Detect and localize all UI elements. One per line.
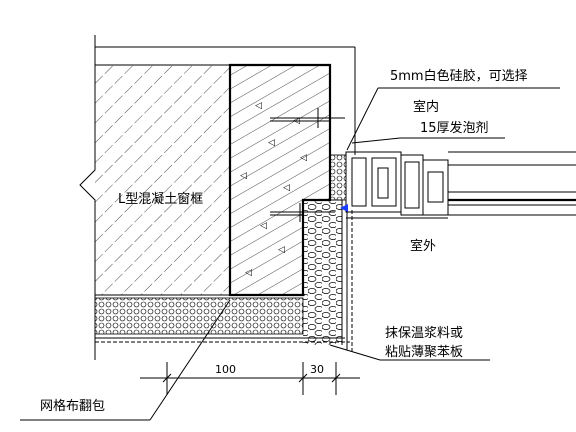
dimension-100: 100: [215, 363, 236, 376]
wall-block: [79, 35, 356, 360]
svg-text:◁: ◁: [278, 245, 285, 255]
svg-text:◁: ◁: [255, 101, 262, 111]
svg-text:◁: ◁: [283, 183, 290, 193]
insulation-label-1: 抹保温浆料或: [385, 326, 463, 341]
dimension-line: [140, 362, 360, 395]
mesh-label: 网格布翻包: [40, 398, 105, 414]
leader-lines: [20, 87, 560, 421]
anchor-bolts: [270, 108, 345, 222]
insulation-vertical: [303, 199, 353, 352]
indoor-label: 室内: [413, 99, 439, 115]
frame-label: L型混凝土窗框: [118, 191, 203, 207]
svg-text:◁: ◁: [245, 268, 252, 278]
svg-text:◁: ◁: [260, 221, 267, 231]
dimension-30: 30: [310, 363, 324, 376]
sealant-label: 5mm白色硅胶，可选择: [390, 68, 528, 84]
outdoor-label: 室外: [410, 238, 436, 254]
svg-text:◁: ◁: [240, 171, 247, 181]
insulation-bottom: [94, 297, 350, 343]
window-frame-profile: [340, 151, 576, 219]
foam-label: 15厚发泡剂: [420, 120, 489, 136]
insulation-label-2: 粘贴薄聚苯板: [385, 345, 463, 360]
svg-text:◁: ◁: [268, 138, 275, 148]
svg-text:◁: ◁: [300, 153, 307, 163]
foam-strip: [329, 154, 347, 201]
